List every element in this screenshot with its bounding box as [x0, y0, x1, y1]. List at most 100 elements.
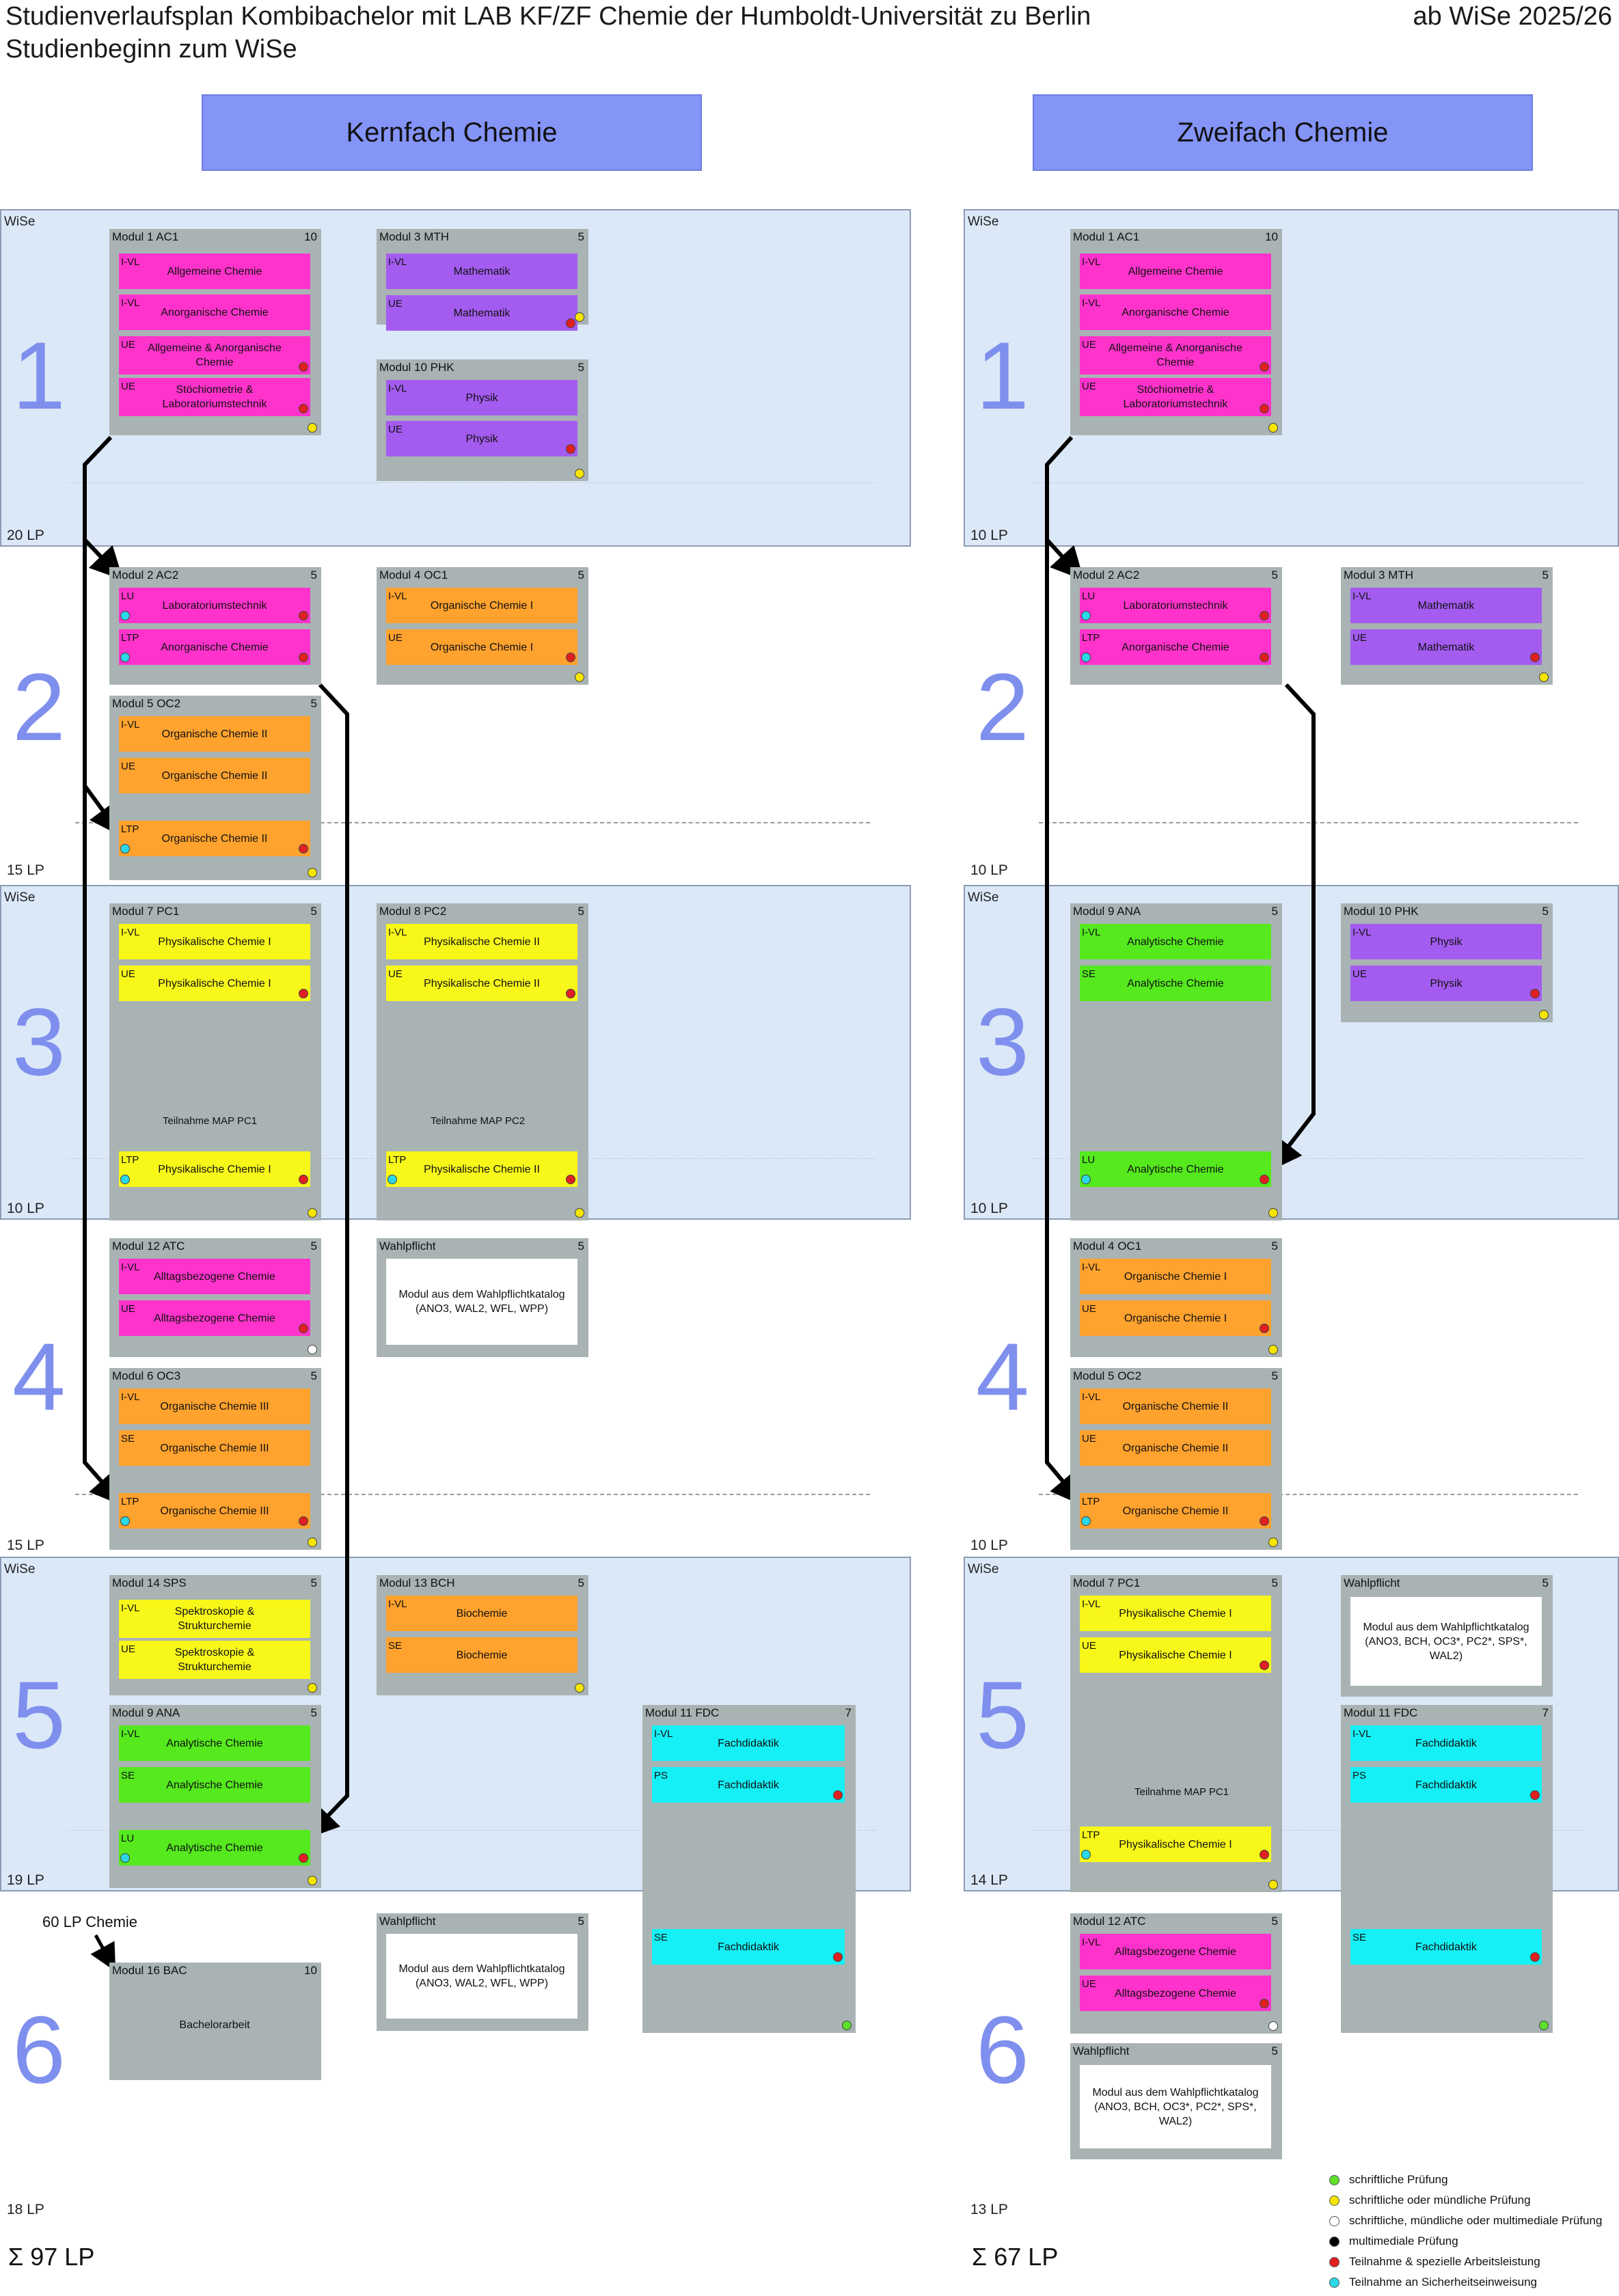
arrow-ac1-to-ac2 [83, 435, 124, 581]
course-name: Spektroskopie & Strukturchemie [174, 1647, 255, 1673]
course-name: Allgemeine Chemie [1128, 265, 1223, 277]
elective-description: Modul aus dem Wahlpflichtkatalog (ANO3, … [1350, 1597, 1542, 1686]
course-name: Laboratoriumstechnik [162, 599, 267, 612]
semester-half-divider [1039, 822, 1578, 823]
module-exam-dot [1539, 1010, 1549, 1020]
column-header-zweifach: Zweifach Chemie [1033, 94, 1533, 171]
legend-item: Teilnahme & spezielle Arbeitsleistung [1329, 2255, 1540, 2269]
